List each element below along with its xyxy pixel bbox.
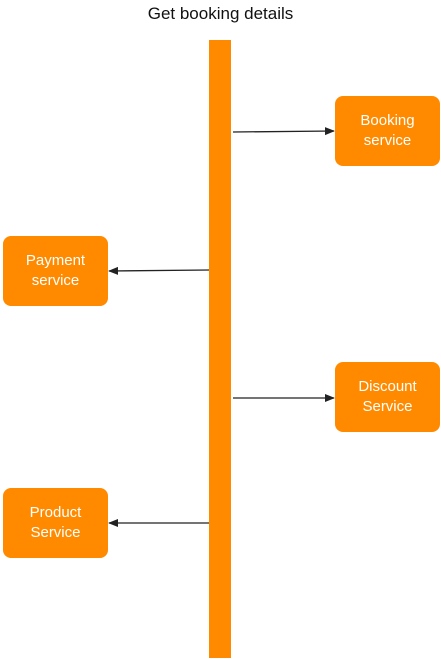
booking-service-node: Booking service <box>335 96 440 166</box>
diagram-title: Get booking details <box>147 4 294 23</box>
arrow-to-payment-service <box>108 266 210 275</box>
arrow-to-booking-service <box>232 127 335 136</box>
discount-service-node: Discount Service <box>335 362 440 432</box>
request-bus-bar <box>209 40 231 658</box>
product-service-node: Product Service <box>3 488 108 558</box>
payment-service-node: Payment service <box>3 236 108 306</box>
